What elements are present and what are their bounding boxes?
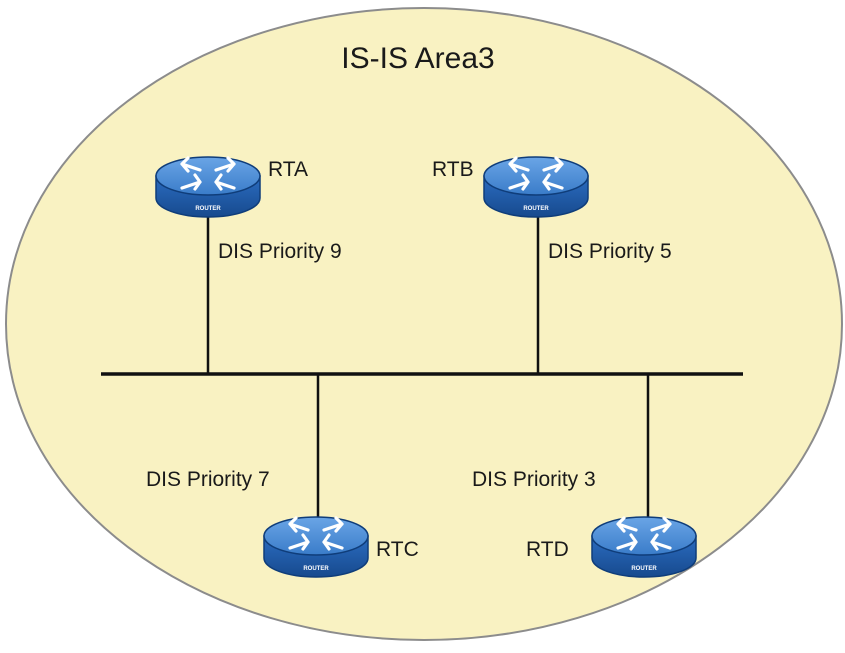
- router-icon: ROUTER: [263, 516, 369, 578]
- router-badge: ROUTER: [303, 566, 329, 572]
- router-icon: ROUTER: [483, 156, 589, 218]
- router-name-rta: RTA: [268, 158, 308, 181]
- area-label: IS-IS Area3: [341, 42, 494, 75]
- dis-priority-rtb: DIS Priority 5: [548, 240, 672, 263]
- dis-priority-rtd: DIS Priority 3: [472, 468, 596, 491]
- router-rtc[interactable]: ROUTER: [263, 516, 369, 578]
- router-name-rtb: RTB: [432, 158, 474, 181]
- router-icon: ROUTER: [155, 156, 261, 218]
- router-rtd[interactable]: ROUTER: [591, 516, 697, 578]
- router-badge: ROUTER: [631, 566, 657, 572]
- dis-priority-rta: DIS Priority 9: [218, 240, 342, 263]
- router-badge: ROUTER: [523, 206, 549, 212]
- dis-priority-rtc: DIS Priority 7: [146, 468, 270, 491]
- router-name-rtc: RTC: [376, 538, 419, 561]
- router-rta[interactable]: ROUTER: [155, 156, 261, 218]
- area-boundary: [5, 7, 843, 641]
- router-icon: ROUTER: [591, 516, 697, 578]
- router-badge: ROUTER: [195, 206, 221, 212]
- router-rtb[interactable]: ROUTER: [483, 156, 589, 218]
- router-name-rtd: RTD: [526, 538, 569, 561]
